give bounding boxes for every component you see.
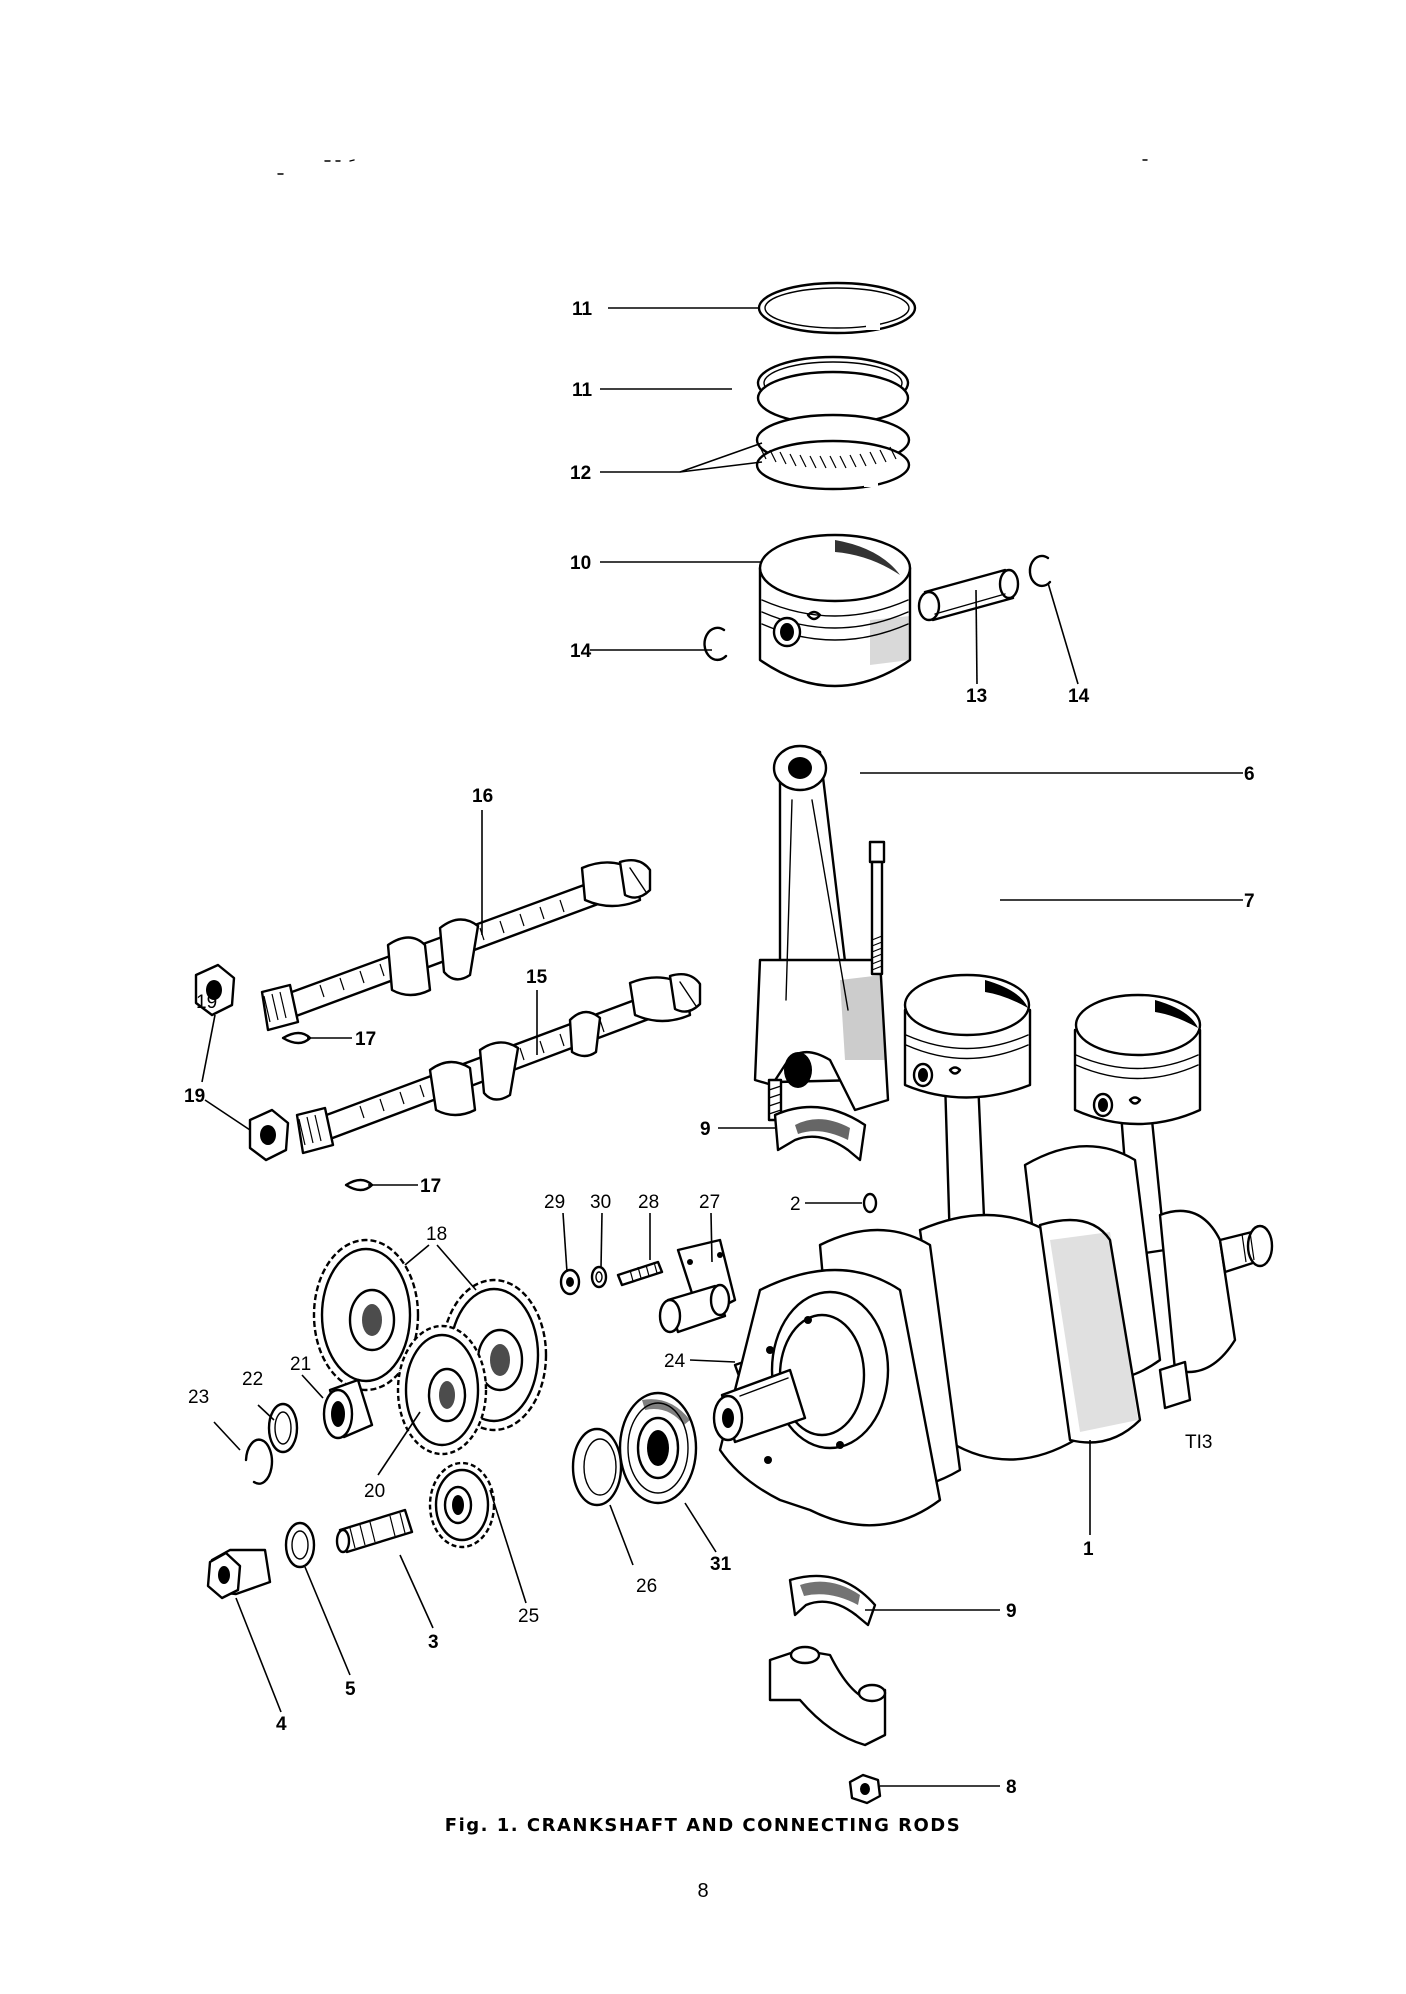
callout-labels: 11 11 12 10 14 13 14 6 7 16 15 17 17 19 … bbox=[184, 299, 1255, 1798]
callout-28: 28 bbox=[638, 1192, 659, 1213]
connecting-rod-cap bbox=[768, 1645, 887, 1747]
scan-specks bbox=[277, 159, 1148, 175]
rod-cap-nut bbox=[848, 1773, 882, 1805]
callout-1: 1 bbox=[1083, 1539, 1094, 1560]
piston-ring-top bbox=[757, 281, 917, 335]
thrust-washer bbox=[267, 1402, 299, 1454]
callout-18: 18 bbox=[426, 1224, 447, 1245]
callout-11-second: 11 bbox=[572, 380, 593, 401]
camshaft-nut-lower bbox=[248, 1108, 290, 1162]
piston-ring-scraper bbox=[755, 413, 911, 491]
washer-30 bbox=[590, 1265, 608, 1289]
callout-26: 26 bbox=[636, 1576, 657, 1597]
callout-22: 22 bbox=[242, 1369, 263, 1390]
callout-16: 16 bbox=[472, 786, 493, 807]
callout-6: 6 bbox=[1244, 764, 1255, 785]
callout-29: 29 bbox=[544, 1192, 565, 1213]
nut-29 bbox=[559, 1268, 581, 1296]
idler-gear bbox=[396, 1324, 488, 1456]
crankshaft-gear bbox=[428, 1461, 496, 1549]
dowel-2 bbox=[862, 1192, 878, 1214]
camshaft-lower bbox=[295, 973, 702, 1155]
big-end-bearing-shell-lower bbox=[788, 1574, 877, 1627]
callout-21: 21 bbox=[290, 1354, 311, 1375]
callout-24: 24 bbox=[664, 1351, 686, 1372]
oil-seal-washer bbox=[571, 1427, 623, 1507]
connecting-rod bbox=[753, 744, 890, 1112]
gudgeon-pin bbox=[917, 568, 1020, 622]
callout-4: 4 bbox=[276, 1714, 287, 1735]
idler-stud bbox=[335, 1508, 414, 1554]
timing-gear-left bbox=[312, 1238, 420, 1392]
callout-9-lower: 9 bbox=[1006, 1601, 1017, 1622]
callout-12: 12 bbox=[570, 463, 591, 484]
stud-28 bbox=[616, 1260, 664, 1287]
callout-11-top: 11 bbox=[572, 299, 593, 320]
circlip-idler bbox=[244, 1438, 274, 1485]
main-ball-bearing bbox=[618, 1391, 698, 1505]
callout-14-left: 14 bbox=[570, 641, 592, 662]
stud-nut bbox=[206, 1548, 272, 1600]
callout-15: 15 bbox=[526, 967, 548, 988]
callout-8: 8 bbox=[1006, 1777, 1017, 1798]
callout-17-lower: 17 bbox=[420, 1176, 441, 1197]
circlip-left bbox=[703, 626, 728, 662]
callout-23: 23 bbox=[188, 1387, 209, 1408]
callout-drawing-code: TI3 bbox=[1185, 1432, 1212, 1453]
crankshaft-assembly bbox=[712, 973, 1274, 1527]
callout-10: 10 bbox=[570, 553, 591, 574]
page-number: 8 bbox=[697, 1880, 709, 1902]
callout-14-right: 14 bbox=[1068, 686, 1090, 707]
camshaft-nut-upper bbox=[194, 963, 236, 1017]
callout-31: 31 bbox=[710, 1554, 732, 1575]
callout-20: 20 bbox=[364, 1481, 385, 1502]
callout-9-upper: 9 bbox=[700, 1119, 711, 1140]
oil-jet-27 bbox=[658, 1238, 737, 1334]
callout-25: 25 bbox=[518, 1606, 539, 1627]
leader-lines bbox=[201, 307, 1243, 1787]
piston bbox=[758, 533, 912, 688]
stud-washer bbox=[284, 1521, 316, 1569]
callout-17-upper: 17 bbox=[355, 1029, 376, 1050]
rod-bolt bbox=[868, 840, 886, 976]
idler-bush bbox=[322, 1378, 374, 1440]
woodruff-key-upper bbox=[281, 1031, 312, 1045]
big-end-bearing-shell-upper bbox=[773, 1105, 867, 1162]
callout-19-lower: 19 bbox=[184, 1086, 205, 1107]
camshaft-upper bbox=[260, 859, 652, 1032]
callout-5: 5 bbox=[345, 1679, 356, 1700]
callout-30: 30 bbox=[590, 1192, 611, 1213]
callout-7: 7 bbox=[1244, 891, 1255, 912]
callout-3: 3 bbox=[428, 1632, 439, 1653]
circlip-right bbox=[1028, 554, 1052, 588]
callout-19-upper: 19 bbox=[196, 992, 217, 1013]
callout-13: 13 bbox=[966, 686, 987, 707]
figure-caption: Fig. 1. CRANKSHAFT AND CONNECTING RODS bbox=[444, 1815, 962, 1836]
callout-27: 27 bbox=[699, 1192, 720, 1213]
callout-2: 2 bbox=[790, 1194, 801, 1215]
